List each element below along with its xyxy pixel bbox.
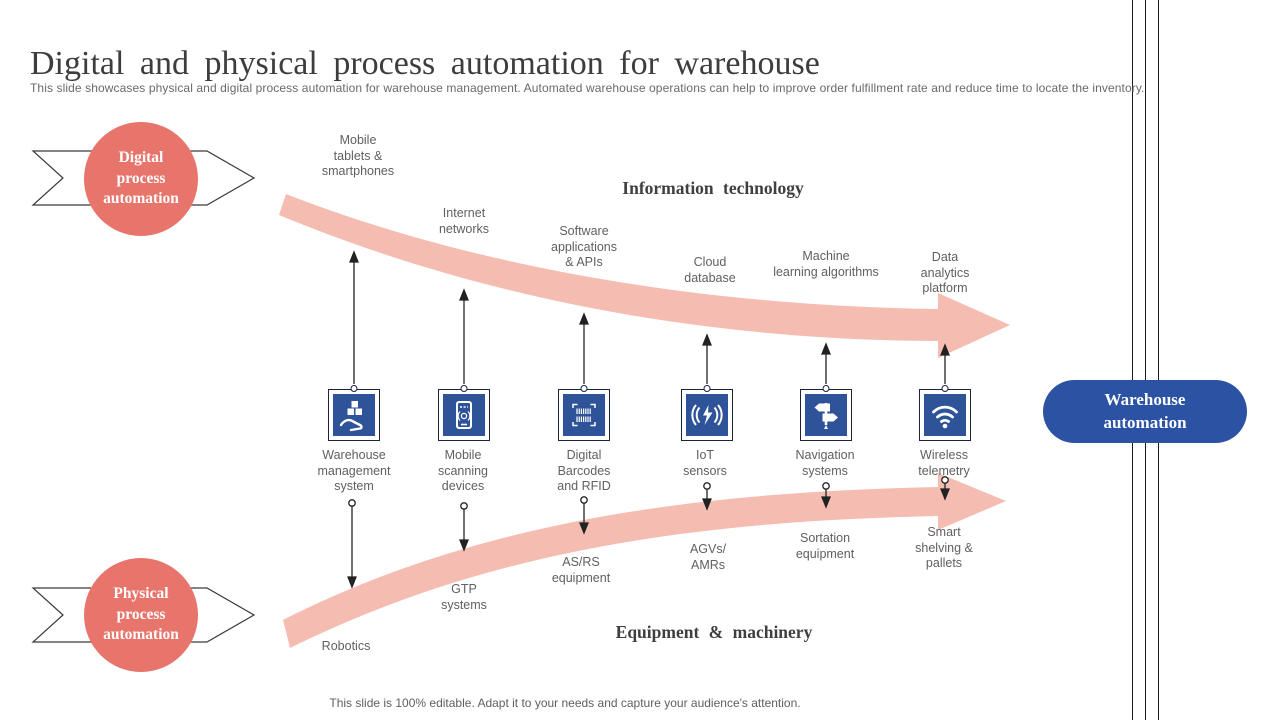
- edge-rule-line: [1145, 0, 1147, 720]
- section-header-information-technology: Information technology: [622, 178, 804, 198]
- digital-process-label: Digital process automation: [103, 148, 179, 208]
- barcode-icon: [563, 394, 605, 436]
- icon-tile-navigation-systems[interactable]: [800, 384, 852, 441]
- warehouse-automation-label: Warehouse automation: [1103, 390, 1187, 432]
- edge-rule-line: [1132, 0, 1134, 720]
- it-label-cloud-database: Cloud database: [684, 255, 736, 285]
- iot-signal-icon: [686, 394, 728, 436]
- device-label-wireless-telemetry: Wireless telemetry: [918, 448, 970, 478]
- icon-tile-warehouse-management[interactable]: [328, 384, 380, 441]
- connector-node: [460, 384, 468, 392]
- section-header-equipment-machinery: Equipment & machinery: [615, 622, 813, 642]
- page-title: Digital and physical process automation …: [30, 44, 820, 82]
- device-label-warehouse-management: Warehouse management system: [317, 448, 391, 493]
- connector-node: [941, 384, 949, 392]
- connector-node: [580, 384, 588, 392]
- it-label-data-analytics: Data analytics platform: [920, 250, 970, 295]
- it-label-software-apis: Software applications & APIs: [550, 224, 618, 269]
- signpost-icon: [805, 394, 847, 436]
- machinery-label-asrs-equipment: AS/RS equipment: [551, 555, 611, 585]
- slide-subtitle: This slide showcases physical and digita…: [30, 81, 1145, 95]
- physical-process-label: Physical process automation: [103, 584, 179, 644]
- mobile-scanner-icon: [443, 394, 485, 436]
- warehouse-automation-badge[interactable]: Warehouse automation: [1043, 380, 1247, 443]
- it-label-machine-learning: Machine learning algorithms: [773, 249, 879, 279]
- physical-process-badge[interactable]: Physical process automation: [84, 558, 198, 672]
- machinery-label-robotics: Robotics: [321, 639, 371, 653]
- slide-footer: This slide is 100% editable. Adapt it to…: [329, 696, 801, 710]
- top-flow-band: [279, 194, 1010, 358]
- device-label-mobile-scanning: Mobile scanning devices: [437, 448, 489, 493]
- connector-node: [350, 384, 358, 392]
- icon-tile-digital-barcodes[interactable]: [558, 384, 610, 441]
- connector-node: [703, 384, 711, 392]
- edge-rule-line: [1158, 0, 1160, 720]
- wifi-icon: [924, 394, 966, 436]
- device-label-navigation-systems: Navigation systems: [795, 448, 855, 478]
- hand-with-boxes-icon: [333, 394, 375, 436]
- icon-tile-iot-sensors[interactable]: [681, 384, 733, 441]
- connector-node: [822, 384, 830, 392]
- device-label-iot-sensors: IoT sensors: [683, 448, 727, 478]
- device-label-digital-barcodes: Digital Barcodes and RFID: [557, 448, 611, 493]
- it-label-internet-networks: Internet networks: [438, 206, 490, 236]
- machinery-label-gtp-systems: GTP systems: [441, 582, 487, 612]
- machinery-label-sortation-equipment: Sortation equipment: [795, 531, 855, 561]
- machinery-label-agvs-amrs: AGVs/ AMRs: [689, 542, 727, 572]
- icon-tile-wireless-telemetry[interactable]: [919, 384, 971, 441]
- machinery-label-smart-shelving: Smart shelving & pallets: [915, 525, 973, 570]
- it-label-mobile-tablets: Mobile tablets & smartphones: [321, 133, 395, 178]
- digital-process-badge[interactable]: Digital process automation: [84, 122, 198, 236]
- icon-tile-mobile-scanning[interactable]: [438, 384, 490, 441]
